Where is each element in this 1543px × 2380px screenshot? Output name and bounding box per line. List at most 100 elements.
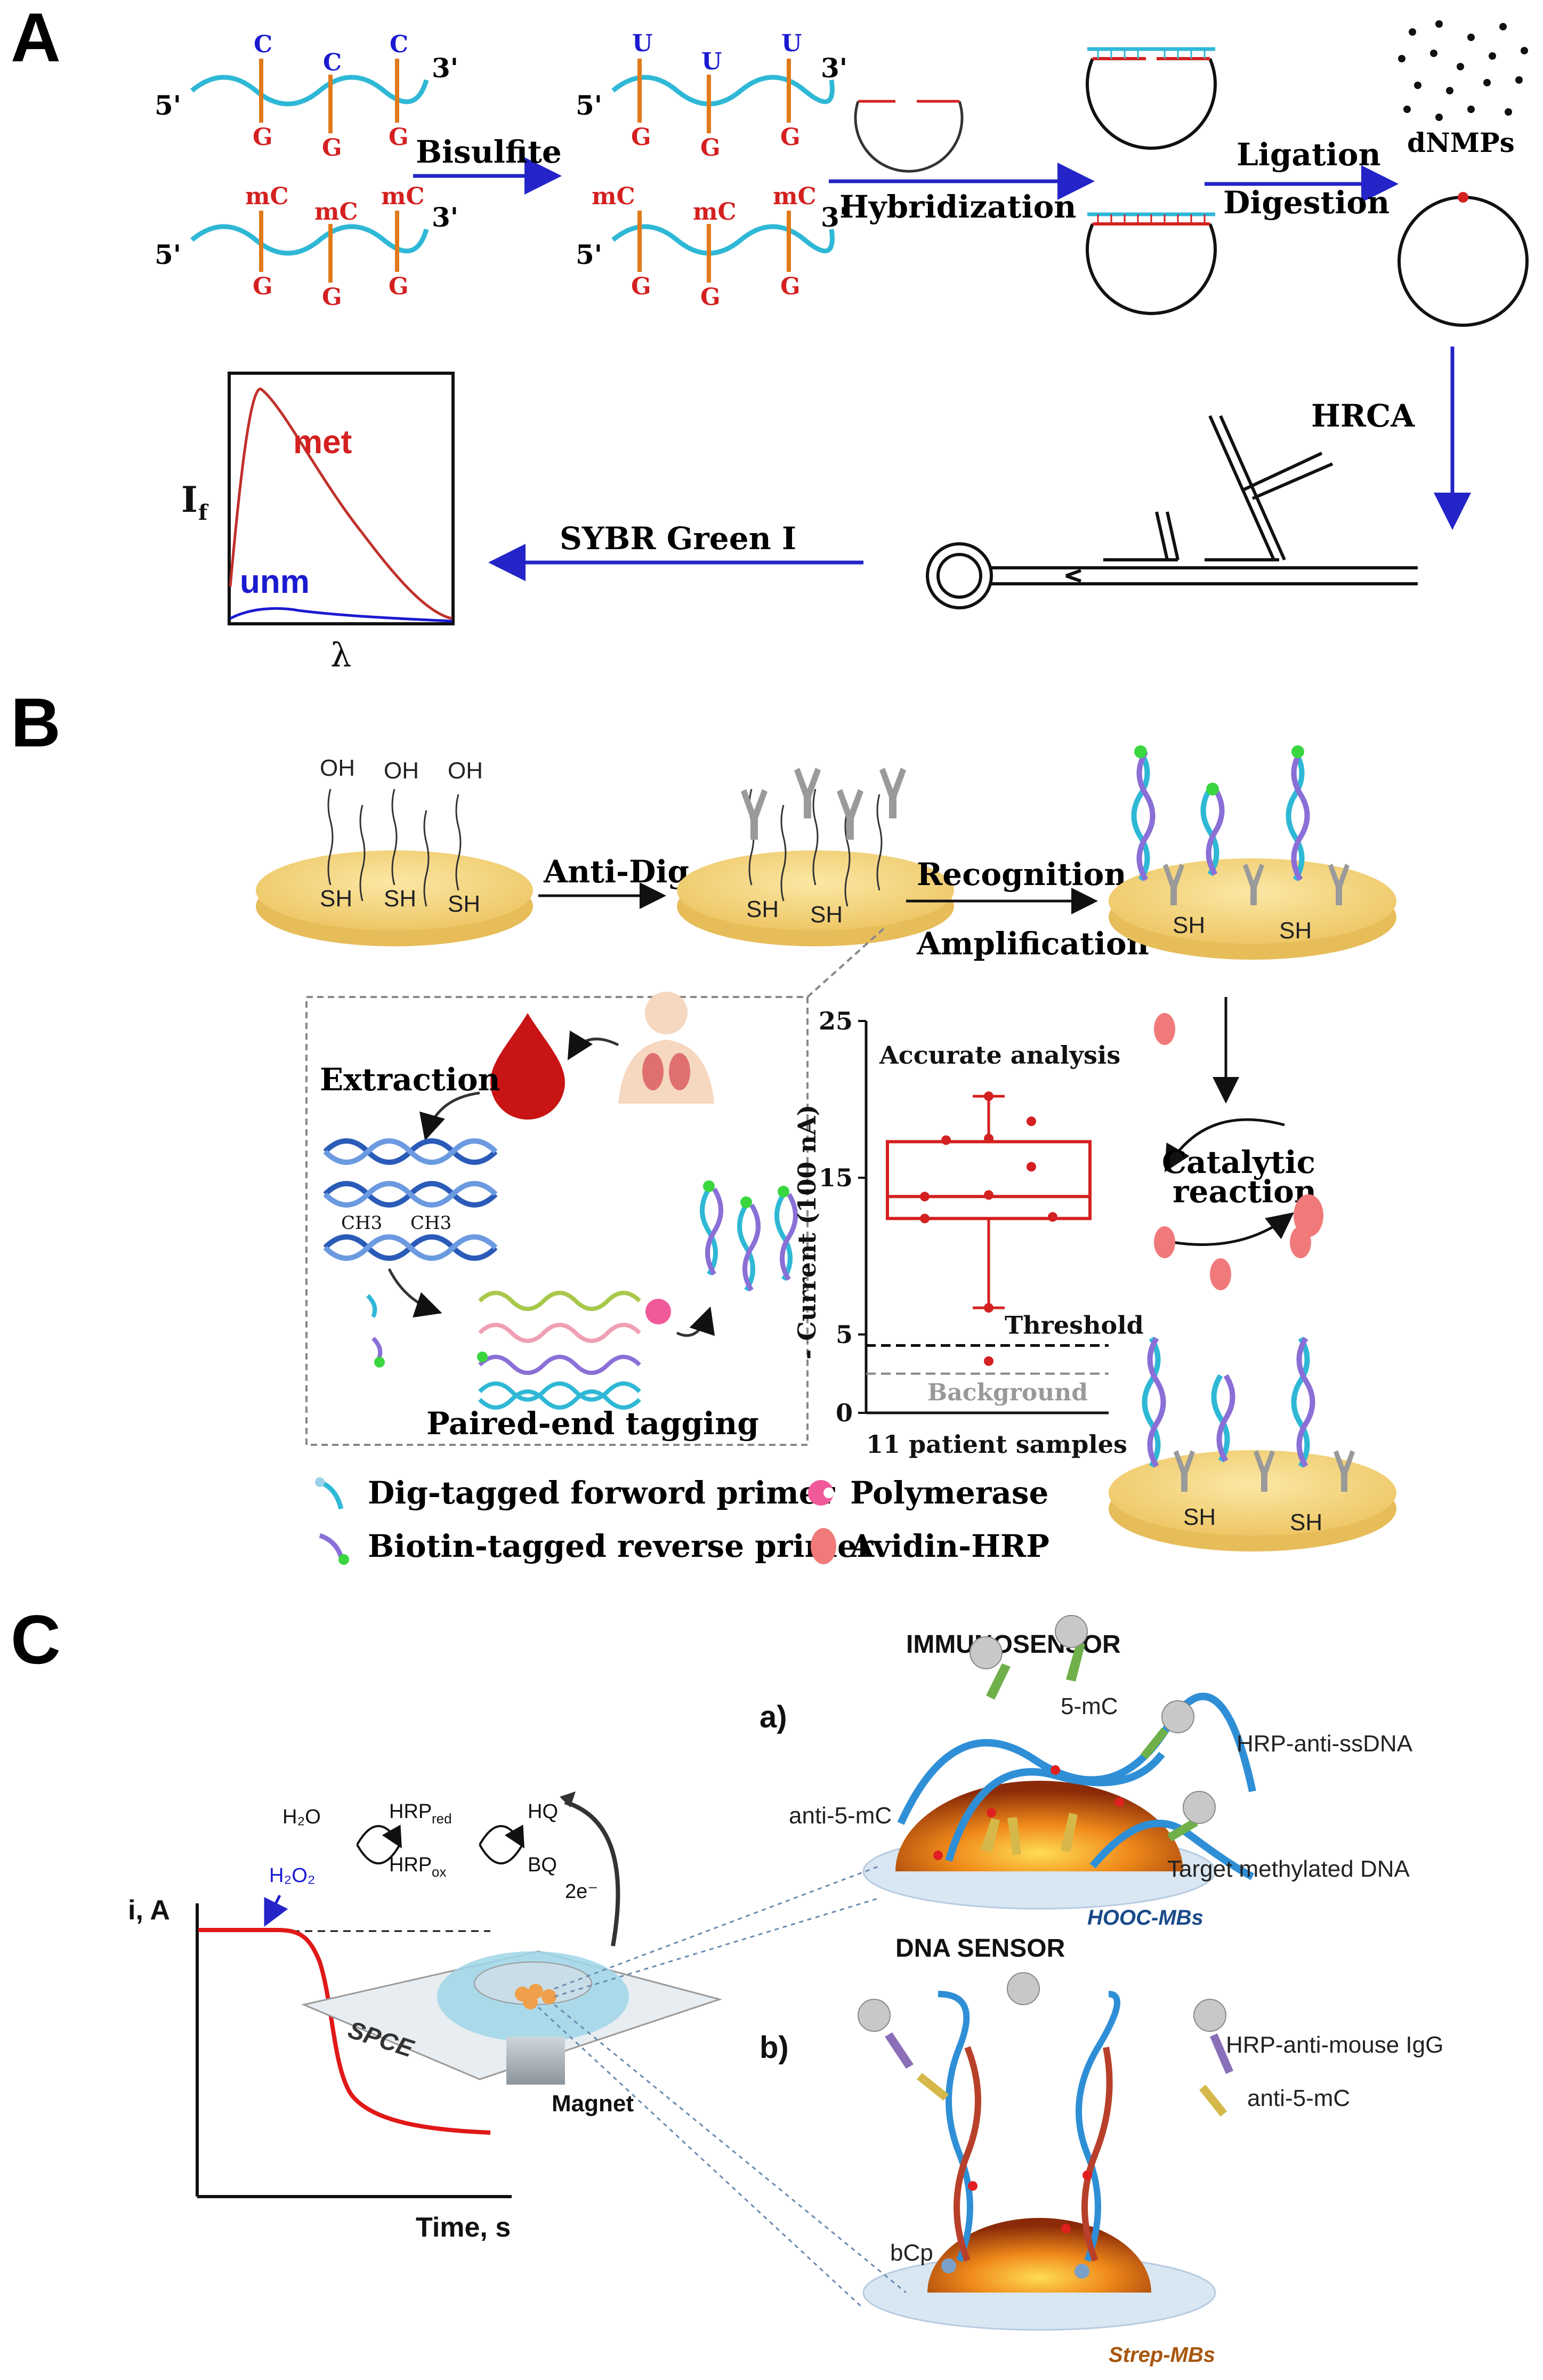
label-paired-end: Paired-end tagging: [426, 1405, 759, 1442]
base-mc-6: mC: [773, 183, 817, 210]
sh-5: SH: [810, 902, 843, 928]
spce-electrode: [301, 1865, 907, 2310]
label-target: Target methylated DNA: [1167, 1856, 1410, 1882]
legend-dig-primer: Dig-tagged forword primer: [368, 1475, 836, 1511]
hrca-product: [926, 415, 1418, 609]
dna-strand-methylated: mC mC mC G G G 5' 3': [155, 183, 458, 311]
y-tick-label-3: 25: [819, 1007, 853, 1035]
sh-4: SH: [746, 896, 779, 922]
base-mc-1: mC: [245, 183, 289, 210]
panel-label-b: B: [11, 684, 61, 761]
chart-xlabel: 11 patient samples: [866, 1430, 1127, 1459]
data-point-5: [984, 1190, 993, 1200]
base-g-8: G: [700, 134, 721, 162]
plot-ylabel-sub: f: [198, 500, 209, 525]
base-g-11: G: [700, 284, 721, 311]
base-u-2: U: [701, 48, 722, 75]
oh-1: OH: [320, 755, 355, 781]
base-g-4: G: [253, 273, 273, 300]
blood-drop: [490, 1013, 565, 1120]
plot-xlabel: λ: [330, 636, 351, 674]
label-dnmps: dNMPs: [1407, 127, 1515, 158]
label-hrp-ox: HRP: [389, 1854, 432, 1876]
electrode-2: SH SH: [677, 768, 954, 946]
chart-title: Accurate analysis: [879, 1041, 1120, 1070]
label-b: b): [760, 2030, 789, 2065]
label-amplification: Amplification: [916, 926, 1149, 962]
data-point-10: [984, 1356, 993, 1366]
label-sybr: SYBR Green I: [560, 520, 796, 557]
label-h2o2: H₂O₂: [269, 1864, 316, 1887]
amperometry-plot: i, A Time, s: [128, 1894, 512, 2243]
sh-3: SH: [448, 891, 480, 917]
label-hrp-ox-sub: ox: [432, 1864, 446, 1880]
base-u-3: U: [781, 30, 802, 57]
label-hrp-anti-mouse: HRP-anti-mouse IgG: [1226, 2032, 1443, 2058]
amp-ylabel: i, A: [128, 1895, 170, 1926]
label-hq: HQ: [528, 1800, 558, 1823]
base-g-6: G: [389, 273, 409, 300]
label-5mc: 5-mC: [1061, 1693, 1118, 1719]
oh-3: OH: [448, 758, 483, 784]
data-point-3: [984, 1133, 993, 1144]
anti-dig-antibodies: [741, 768, 906, 840]
base-g-10: G: [631, 273, 651, 300]
base-c-3: C: [390, 31, 408, 58]
dna-strand-converted: U U U G G G 5' 3': [576, 30, 847, 162]
end-5-1: 5': [155, 90, 181, 121]
legend-biotin-primer: Biotin-tagged reverse primer: [368, 1528, 874, 1564]
dna-sensor-bead: [858, 1972, 1233, 2331]
background-label: Background: [927, 1379, 1088, 1406]
label-extraction: Extraction: [320, 1062, 500, 1098]
plot-ylabel: I: [181, 479, 198, 520]
panel-label-a: A: [11, 0, 61, 76]
label-magnet: Magnet: [552, 2090, 634, 2117]
base-g-12: G: [780, 273, 801, 300]
label-hrp-anti-ssdna: HRP-anti-ssDNA: [1237, 1731, 1413, 1757]
label-catalytic-2: reaction: [1173, 1173, 1316, 1210]
base-g-1: G: [253, 124, 273, 151]
electron-arrow: [564, 1800, 620, 1947]
legend-polymerase: Polymerase: [850, 1475, 1048, 1511]
immunosensor-bead: [862, 1615, 1256, 1910]
polymerase-icon: [645, 1299, 671, 1324]
sh-9: SH: [1290, 1509, 1322, 1535]
panel-label-c: C: [11, 1601, 61, 1678]
panel-b-legend: Dig-tagged forword primer Biotin-tagged …: [315, 1475, 1049, 1565]
current-trace: [198, 1928, 491, 2135]
label-catalytic-1: Catalytic: [1162, 1144, 1315, 1180]
ligated-circle: [1397, 196, 1529, 327]
label-bisulfite: Bisulfite: [416, 134, 562, 170]
end-3-1: 3': [432, 52, 458, 84]
data-point-0: [984, 1091, 993, 1101]
base-g-5: G: [322, 284, 342, 311]
avidin-hrp-icon-1: [1154, 1013, 1175, 1045]
base-mc-4: mC: [592, 183, 635, 210]
base-g-7: G: [631, 124, 651, 151]
sh-8: SH: [1183, 1504, 1216, 1530]
extraction-box: [305, 996, 809, 1446]
data-point-9: [984, 1303, 993, 1313]
box-iqr: [886, 1140, 1092, 1220]
label-hrp-red: HRP: [389, 1800, 432, 1823]
sh-1: SH: [320, 886, 352, 912]
sh-6: SH: [1173, 912, 1205, 938]
avidin-hrp-icon-2: [1294, 1194, 1323, 1237]
label-hrca: HRCA: [1311, 398, 1415, 434]
end-5-3: 5': [576, 90, 602, 121]
base-mc-2: mC: [314, 198, 358, 226]
dna-strand-methylated-retained: mC mC mC G G G 5' 3': [576, 183, 847, 311]
data-point-7: [1048, 1212, 1057, 1222]
base-c-2: C: [323, 49, 342, 76]
end-3-4: 3': [821, 202, 847, 233]
label-digestion: Digestion: [1223, 184, 1389, 221]
base-c-1: C: [254, 31, 272, 58]
label-hrp-red-sub: red: [432, 1811, 452, 1827]
electrode-1: OH OH OH SH SH SH: [256, 755, 533, 946]
extracted-dna: [323, 1138, 498, 1261]
label-ligation: Ligation: [1237, 136, 1381, 173]
label-met: met: [293, 424, 352, 461]
label-ch3-2: CH3: [410, 1212, 451, 1234]
data-point-8: [920, 1213, 930, 1224]
